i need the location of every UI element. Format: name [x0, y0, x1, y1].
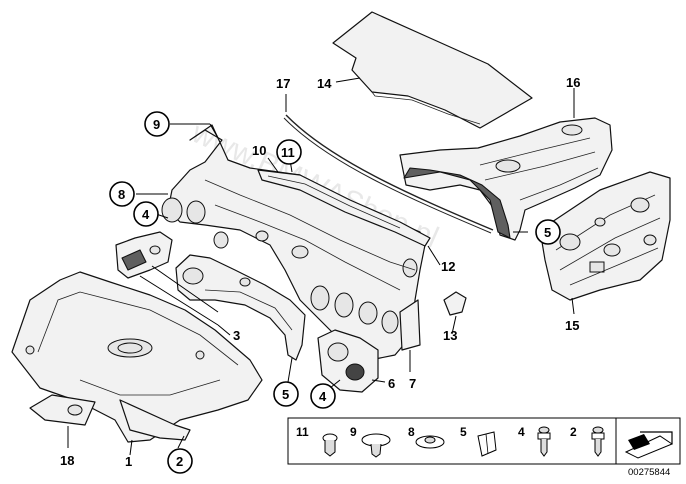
svg-text:15: 15: [565, 318, 579, 333]
svg-text:13: 13: [443, 328, 457, 343]
callout-15[interactable]: 15: [565, 318, 579, 333]
part-6-lower-insulation: [317, 329, 379, 393]
callout-9[interactable]: 9: [144, 111, 170, 137]
legend-item-4[interactable]: 4: [518, 425, 551, 457]
svg-text:7: 7: [409, 376, 416, 391]
svg-text:4: 4: [518, 425, 525, 439]
svg-text:5: 5: [544, 225, 551, 240]
callout-3[interactable]: 3: [233, 328, 240, 343]
svg-text:12: 12: [441, 259, 455, 274]
svg-text:8: 8: [118, 187, 125, 202]
callout-4-lower[interactable]: 4: [310, 383, 336, 409]
image-number: 00275844: [628, 467, 670, 478]
part-left-bracket: [115, 231, 173, 279]
callout-4-upper[interactable]: 4: [133, 201, 159, 227]
callout-14[interactable]: 14: [317, 76, 332, 91]
part-14-insulation-mat: [332, 11, 533, 129]
fastener-legend: 11 9 8 5: [287, 417, 681, 465]
callout-6[interactable]: 6: [388, 376, 395, 391]
push-rivet-icon: [361, 433, 391, 458]
callout-12[interactable]: 12: [441, 259, 455, 274]
callout-16[interactable]: 16: [566, 75, 580, 90]
svg-text:9: 9: [350, 425, 357, 439]
svg-text:5: 5: [460, 425, 467, 439]
callout-17[interactable]: 17: [276, 76, 290, 91]
svg-text:3: 3: [233, 328, 240, 343]
part-13-small-clip: [443, 291, 467, 316]
callout-11[interactable]: 11: [276, 139, 302, 165]
svg-text:8: 8: [408, 425, 415, 439]
svg-text:9: 9: [153, 117, 160, 132]
svg-text:11: 11: [281, 145, 295, 160]
svg-text:2: 2: [570, 425, 577, 439]
part-main-bulkhead-structure: [161, 124, 431, 361]
callout-2[interactable]: 2: [167, 448, 193, 474]
legend-item-2[interactable]: 2: [570, 425, 605, 457]
part-3-cross-member-insulation: [175, 254, 306, 361]
leader-lines: [67, 77, 575, 456]
clip-icon: [322, 433, 338, 457]
callout-18[interactable]: 18: [60, 453, 74, 468]
svg-text:1: 1: [125, 454, 132, 469]
svg-text:18: 18: [60, 453, 74, 468]
svg-text:5: 5: [282, 387, 289, 402]
svg-text:14: 14: [317, 76, 332, 91]
callout-10[interactable]: 10: [252, 143, 266, 158]
callout-5-lower[interactable]: 5: [273, 381, 299, 407]
clip-nut-icon: [415, 435, 445, 449]
screw-clip-icon: [537, 426, 551, 457]
svg-text:16: 16: [566, 75, 580, 90]
spreader-rivet-icon: [591, 426, 605, 457]
svg-text:4: 4: [142, 207, 150, 222]
part-16-wheel-arch-insulation: [399, 117, 613, 241]
svg-text:4: 4: [319, 389, 327, 404]
svg-text:10: 10: [252, 143, 266, 158]
part-17-seal-strip: [283, 114, 494, 234]
legend-item-11[interactable]: 11: [296, 425, 338, 457]
exploded-view-arrow-icon: [624, 431, 674, 459]
expanding-nut-icon: [477, 431, 497, 457]
svg-text:11: 11: [296, 425, 309, 439]
legend-item-9[interactable]: 9: [350, 425, 391, 458]
callout-1[interactable]: 1: [125, 454, 132, 469]
legend-item-8[interactable]: 8: [408, 425, 445, 449]
callout-8[interactable]: 8: [109, 181, 135, 207]
callout-7[interactable]: 7: [409, 376, 416, 391]
legend-item-5[interactable]: 5: [460, 425, 497, 457]
svg-text:6: 6: [388, 376, 395, 391]
svg-text:17: 17: [276, 76, 290, 91]
part-15-bulkhead-insulation-panel: [539, 171, 671, 301]
svg-text:2: 2: [176, 454, 183, 469]
callout-13[interactable]: 13: [443, 328, 457, 343]
callout-5-right[interactable]: 5: [535, 219, 561, 245]
part-18-small-plate: [29, 394, 96, 426]
